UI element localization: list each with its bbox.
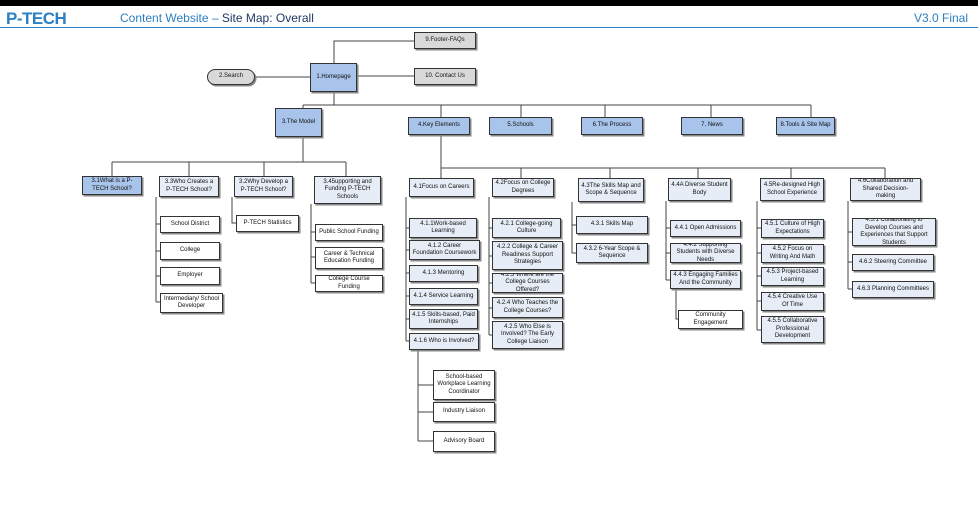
node-4-5[interactable]: 4.5Re-designed High School Experience <box>760 178 824 201</box>
node-schools[interactable]: 5.Schools <box>489 117 552 135</box>
node-4-6-3[interactable]: 4.6.3 Planning Committees <box>852 281 934 298</box>
node-the-model[interactable]: 3.The Model <box>275 108 322 137</box>
node-4-2-2[interactable]: 4.2.2 College & Career Readiness Support… <box>492 241 563 270</box>
node-school-district[interactable]: School District <box>160 216 220 233</box>
node-4-6-2[interactable]: 4.6.2 Steering Committee <box>852 254 934 271</box>
node-public-school-funding[interactable]: Public School Funding <box>315 224 383 241</box>
header-rule <box>0 27 978 28</box>
node-4-1-4[interactable]: 4.1.4 Service Learning <box>409 288 478 305</box>
node-4-4-3[interactable]: 4.4.3 Engaging Families And the Communit… <box>670 270 741 289</box>
node-footer-faqs[interactable]: 9.Footer-FAQs <box>414 32 476 49</box>
node-advisory-board[interactable]: Advisory Board <box>433 431 495 452</box>
ptech-logo: P-TECH <box>6 9 67 28</box>
node-4-1-3[interactable]: 4.1.3 Mentoring <box>409 265 478 282</box>
page-title: Content Website – Site Map: Overall <box>120 11 314 25</box>
version-label: V3.0 Final <box>913 11 968 25</box>
node-4-3[interactable]: 4.3The Skills Map and Scope & Sequence <box>578 178 644 202</box>
node-tools-site-map[interactable]: 8.Tools & Site Map <box>776 117 835 135</box>
node-community-engagement[interactable]: Community Engagement <box>678 310 743 329</box>
node-contact-us[interactable]: 10. Contact Us <box>414 68 476 85</box>
node-search[interactable]: 2.Search <box>207 69 255 85</box>
node-4-2-1[interactable]: 4.2.1 College-going Culture <box>492 218 561 238</box>
node-4-5-4[interactable]: 4.5.4 Creative Use Of Time <box>761 292 824 311</box>
node-4-4-2[interactable]: 4.4.2 Supporting Students with Diverse N… <box>670 243 741 263</box>
node-4-5-1[interactable]: 4.5.1 Culture of High Expectations <box>761 219 824 238</box>
node-4-4-1[interactable]: 4.4.1 Open Admissions <box>670 220 741 237</box>
node-3-2[interactable]: 3.2Why Develop a P-TECH School? <box>234 176 293 197</box>
node-4-5-3[interactable]: 4.5.3 Project-based Learning <box>761 267 824 286</box>
node-4-1-1[interactable]: 4.1.1Work-based Learning <box>409 218 477 238</box>
node-ptech-statistics[interactable]: P-TECH Statistics <box>236 215 299 232</box>
node-industry-liaison[interactable]: Industry Liaison <box>433 402 495 422</box>
node-4-2-5[interactable]: 4.2.5 Who Else is Involved? The Early Co… <box>492 321 563 349</box>
page-title-prefix: Content Website – <box>120 11 222 25</box>
node-4-6-1[interactable]: 4.5.1 Collaborating to Develop Courses a… <box>852 218 936 246</box>
node-4-3-1[interactable]: 4.3.1 Skills Map <box>576 216 648 234</box>
node-college[interactable]: College <box>160 242 220 260</box>
node-4-1-6[interactable]: 4.1.6 Who is Involved? <box>409 333 479 350</box>
node-4-3-2[interactable]: 4.3.2 6-Year Scope & Sequence <box>576 243 648 263</box>
node-4-1-5[interactable]: 4.1.5 Skills-based, Paid Internships <box>409 309 478 329</box>
node-homepage[interactable]: 1.Homepage <box>310 63 357 92</box>
node-4-4[interactable]: 4.4A Diverse Student Body <box>668 178 731 201</box>
node-4-1[interactable]: 4.1Focus on Careers <box>409 178 474 197</box>
node-the-process[interactable]: 6.The Process <box>581 117 643 135</box>
node-3-45[interactable]: 3.45upporting and Funding P-TECH Schools <box>314 176 381 204</box>
node-3-1[interactable]: 3.1What is a P-TECH School? <box>82 176 142 195</box>
node-4-5-2[interactable]: 4.5.2 Focus on Writing And Math <box>761 244 824 263</box>
page-title-main: Site Map: Overall <box>221 11 314 25</box>
node-college-course-funding[interactable]: College Course Funding <box>315 275 383 292</box>
node-4-2[interactable]: 4.2Focus on College Degrees <box>492 178 554 197</box>
node-4-2-4[interactable]: 4.2.4 Who Teaches the College Courses? <box>492 297 563 318</box>
node-3-3[interactable]: 3.3Who Creates a P-TECH School? <box>159 176 219 197</box>
node-intermediary[interactable]: Intermediary/ School Developer <box>160 293 223 313</box>
node-cte-funding[interactable]: Career & Technical Education Funding <box>315 247 383 269</box>
top-black-bar <box>0 0 978 6</box>
node-key-elements[interactable]: 4.Key Elements <box>408 117 470 135</box>
node-4-2-3[interactable]: 4.2.3 Where are the College Courses Offe… <box>492 273 563 293</box>
node-4-5-5[interactable]: 4.5.5 Collaborative Professional Develop… <box>761 316 824 343</box>
node-employer[interactable]: Employer <box>160 267 220 285</box>
node-4-1-2[interactable]: 4.1.2 Career Foundation Coursework <box>409 240 480 260</box>
node-news[interactable]: 7. News <box>681 117 743 135</box>
node-4-6[interactable]: 4.6Collaboration and Shared Decision-mak… <box>850 178 921 201</box>
node-school-based-coordinator[interactable]: School-based Workplace Learning Coordina… <box>433 370 495 400</box>
